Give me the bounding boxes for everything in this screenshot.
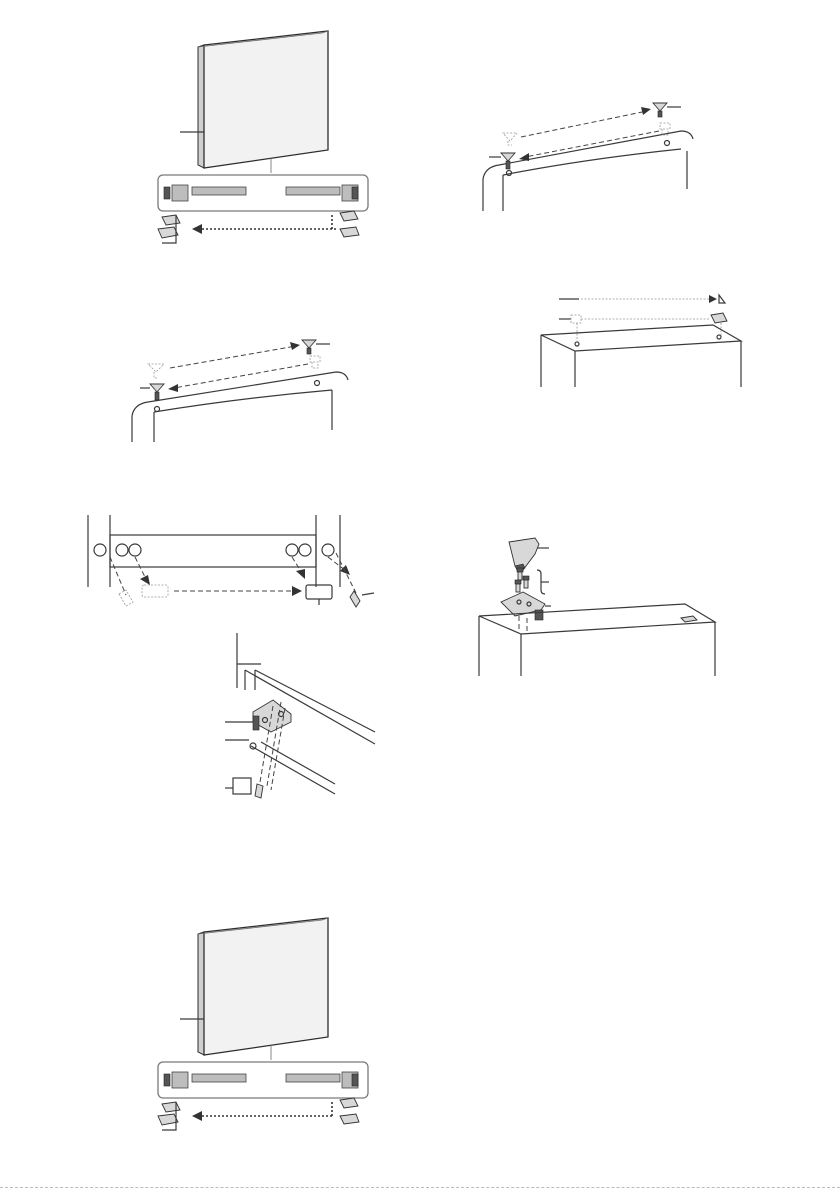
hole — [286, 544, 298, 556]
hinge-cover-part-left — [158, 215, 180, 243]
door-top — [132, 372, 348, 442]
hinge-cover-part-left — [158, 1102, 180, 1130]
figure-door-top-plug-right — [475, 95, 715, 220]
hinge-bracket — [253, 700, 291, 732]
cover-part — [306, 585, 332, 599]
hole — [299, 544, 311, 556]
hinge-cover-part-right — [340, 211, 359, 237]
hinge-cover-part-right — [340, 1098, 359, 1124]
figure-door-bottom-swap-top — [140, 25, 380, 255]
hole — [129, 544, 141, 556]
door-top — [483, 131, 693, 211]
move-arrow-down — [525, 131, 659, 157]
door-panel — [198, 31, 328, 168]
hinge-cover — [509, 538, 539, 570]
figure-door-top-plug-left — [120, 320, 360, 450]
screw — [719, 295, 725, 303]
door-bottom-section — [158, 175, 368, 211]
plug-bottom-left — [140, 384, 164, 400]
cabinet-top — [541, 325, 741, 387]
cover-ghost — [142, 585, 168, 597]
figure-hinge-plate-plugs — [80, 505, 380, 625]
plug-ghost — [119, 590, 133, 606]
move-arrow-down — [174, 364, 308, 388]
page-bottom-edge — [0, 1187, 840, 1193]
cover-part — [711, 313, 727, 323]
hole — [116, 544, 128, 556]
figure-door-bottom-swap-bottom — [140, 912, 380, 1144]
hole — [94, 544, 106, 556]
figure-top-hinge-mount — [475, 530, 725, 680]
plug-path — [135, 557, 146, 579]
door-panel — [198, 918, 328, 1055]
screw-box — [233, 778, 251, 794]
plug-ghost-right — [310, 356, 320, 368]
door-bottom-section — [158, 1062, 368, 1098]
move-arrow-up — [521, 111, 647, 137]
top-hinge-plate — [501, 592, 545, 620]
cover-ghost — [571, 315, 581, 323]
screws — [515, 568, 529, 592]
figure-middle-hinge — [215, 628, 385, 808]
screw — [350, 591, 360, 607]
plug-path-left — [110, 557, 126, 595]
plug-ghost-left — [148, 364, 164, 378]
door-edge — [251, 742, 335, 794]
screw — [255, 784, 263, 798]
hole — [322, 544, 334, 556]
plug-top-right — [302, 340, 330, 354]
plug-top-right — [653, 103, 681, 117]
move-path — [332, 215, 337, 229]
figure-cabinet-top-swap — [535, 285, 765, 395]
plug-ghost-left — [503, 133, 517, 141]
move-arrow-up — [170, 346, 296, 368]
plug-ghost-right — [660, 123, 670, 129]
